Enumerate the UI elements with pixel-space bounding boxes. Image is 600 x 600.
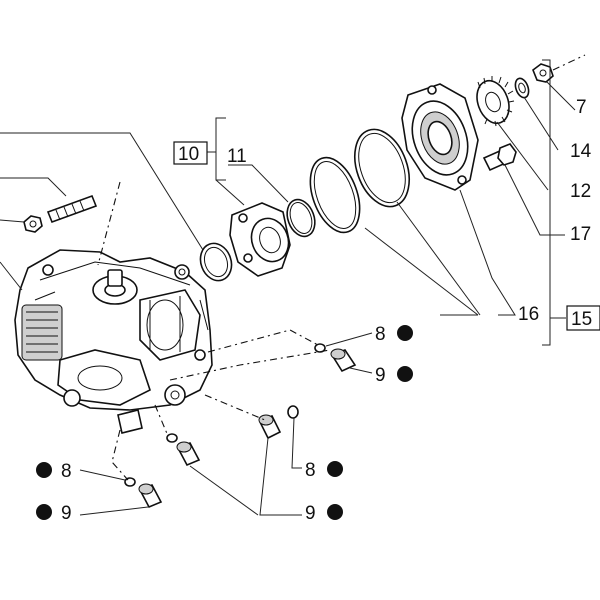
label-9-left: 9	[61, 503, 72, 524]
union-fitting-9b	[258, 414, 282, 440]
label-10: 10	[178, 144, 199, 165]
union-fitting-9	[330, 348, 357, 373]
filled-circle-icon	[397, 325, 413, 341]
filled-circle-icon	[327, 504, 343, 520]
callout-labels: 10 11 7 14 12 17 16 15 8 9 8 9 8 9	[36, 97, 600, 524]
label-9-upper: 9	[375, 365, 386, 386]
union-fitting-9d	[138, 483, 163, 509]
nut-7	[532, 63, 554, 83]
high-pressure-pump-body	[14, 249, 213, 434]
gear-12	[476, 76, 515, 127]
nut	[23, 215, 43, 233]
bearing-housing-15	[401, 83, 479, 191]
label-17: 17	[570, 224, 591, 245]
union-fitting-9c	[176, 441, 201, 467]
label-8-left: 8	[61, 461, 72, 482]
seal-washer-8d	[124, 477, 136, 487]
filled-circle-icon	[36, 504, 52, 520]
flange-part-10	[229, 202, 291, 277]
seal-washer-8b	[287, 405, 299, 419]
stud-bolt	[46, 194, 98, 224]
label-12: 12	[570, 181, 591, 202]
label-8-upper: 8	[375, 324, 386, 345]
bolt-17	[482, 143, 517, 172]
o-ring-16a	[309, 156, 361, 234]
seal-washer-8c	[166, 433, 178, 443]
washer-14	[514, 77, 530, 99]
filled-circle-icon	[397, 366, 413, 382]
filled-circle-icon	[327, 461, 343, 477]
label-9-middle: 9	[305, 503, 316, 524]
label-16: 16	[518, 304, 539, 325]
label-11: 11	[227, 146, 247, 167]
label-15: 15	[571, 309, 592, 330]
label-8-middle: 8	[305, 460, 316, 481]
seal-washer-8	[314, 343, 326, 353]
label-7: 7	[576, 97, 587, 118]
label-14: 14	[570, 141, 592, 162]
filled-circle-icon	[36, 462, 52, 478]
